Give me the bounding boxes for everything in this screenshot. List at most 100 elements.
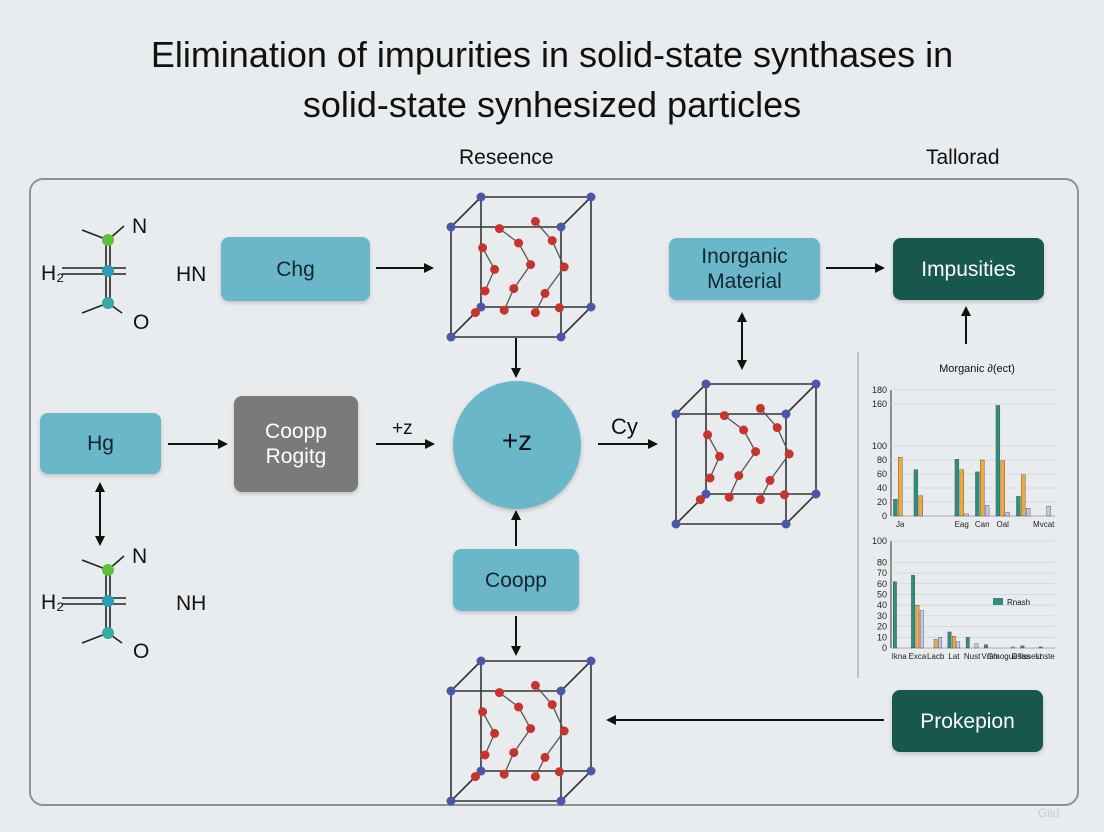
chart-bar (918, 495, 923, 517)
chart-x-tick: Vmls (981, 652, 999, 661)
coopp-rogitg-box[interactable]: Coopp Rogitg (234, 396, 358, 492)
arrow-label-cy: Cy (611, 414, 638, 439)
chart-bar (933, 639, 938, 649)
atom-teal (102, 627, 114, 639)
caption-tallorad: Tallorad (926, 146, 1000, 169)
lattice-atom (530, 772, 540, 782)
arrow-label-z: +z (392, 418, 413, 439)
atom-teal (102, 297, 114, 309)
chg-box[interactable]: Chg (221, 237, 370, 301)
chart-x-tick: Eag (955, 520, 969, 529)
chart-y-tick: 80 (877, 455, 887, 465)
mol-top-h2: H₂ (41, 262, 65, 285)
lattice-corner-atom (701, 489, 711, 499)
lattice-atom (547, 700, 557, 710)
lattice-corner-atom (781, 409, 791, 419)
lattice-corner-atom (556, 222, 566, 232)
chart-bar (1046, 506, 1051, 517)
lattice-atom (509, 748, 519, 758)
lattice-corner-atom (781, 519, 791, 529)
chart-legend-swatch (993, 598, 1003, 605)
mol-bottom-n: N (132, 545, 148, 568)
lattice-atom (470, 308, 480, 318)
chart-bar (956, 641, 961, 649)
chart-y-tick: 70 (877, 568, 887, 578)
lattice-atom (494, 688, 504, 698)
lattice-atom (514, 238, 524, 248)
lattice-atom (554, 767, 564, 777)
lattice-atom (478, 707, 488, 717)
chart-x-tick: Mvcat (1033, 520, 1055, 529)
chart-bar (893, 499, 898, 517)
diagram-frame (29, 178, 1079, 806)
plus-z-circle[interactable]: +z (453, 381, 581, 509)
chart-y-tick: 80 (877, 557, 887, 567)
lattice-atom (751, 447, 761, 457)
chart-x-tick: Oal (996, 520, 1009, 529)
chart-y-tick: 30 (877, 611, 887, 621)
lattice-corner-atom (671, 409, 681, 419)
lattice-edge (560, 306, 592, 338)
lattice-atom (509, 284, 519, 294)
chart-y-tick: 180 (872, 385, 887, 395)
lattice-atom (530, 308, 540, 318)
lattice-corner-atom (811, 379, 821, 389)
molecule-top (62, 225, 126, 314)
lattice-atom (695, 495, 705, 505)
lattice-edge (450, 196, 482, 228)
lattice-corner-atom (556, 332, 566, 342)
chart-x-tick: Lat (948, 652, 960, 661)
impusities-box[interactable]: Impusities (893, 238, 1044, 300)
atom-green (102, 564, 114, 576)
lattice-bond (513, 264, 532, 289)
chart-bar (951, 636, 956, 649)
lattice-bond (544, 266, 565, 294)
coopp-box[interactable]: Coopp (453, 549, 579, 611)
lattice-atom (772, 423, 782, 433)
lattice-edge (560, 196, 592, 228)
chart-legend-label: Rnash (1007, 598, 1030, 607)
prokepion-box[interactable]: Prokepion (892, 690, 1043, 752)
impusities-label: Impusities (921, 257, 1016, 281)
lattice-bond (551, 704, 565, 732)
lattice-corner-atom (476, 302, 486, 312)
atom-teal (102, 595, 114, 607)
chart-y-tick: 20 (877, 497, 887, 507)
mol-top-n: N (132, 215, 148, 238)
lattice-edge (785, 383, 817, 415)
chart-bar (1026, 508, 1031, 517)
lattice-corner-atom (586, 192, 596, 202)
inorganic-material-box[interactable]: Inorganic Material (669, 238, 820, 300)
chart-x-tick: Ja (896, 520, 905, 529)
chart-bar (975, 471, 980, 517)
crystal-lattice-top (446, 192, 596, 342)
lattice-corner-atom (446, 332, 456, 342)
chart-bar (1010, 646, 1015, 649)
circle-label: +z (501, 425, 533, 456)
lattice-atom (719, 411, 729, 421)
lattice-corner-atom (586, 302, 596, 312)
chart-bar (964, 513, 969, 517)
chart-title: Morganic ∂(ect) (939, 363, 1015, 375)
hg-box[interactable]: Hg (40, 413, 161, 474)
lattice-bond (769, 453, 790, 481)
lattice-atom (739, 425, 749, 435)
inorganic-material-label: Inorganic Material (701, 245, 788, 293)
chart-bar (980, 459, 985, 517)
chart-x-tick: Lacb (927, 652, 945, 661)
lattice-atom (490, 728, 500, 738)
lattice-atom (705, 473, 715, 483)
lattice-corner-atom (476, 192, 486, 202)
lattice-atom (559, 262, 569, 272)
chart-bar (913, 469, 919, 517)
lattice-atom (526, 724, 536, 734)
lattice-atom (554, 303, 564, 313)
chart-x-tick: Ikna (892, 652, 908, 661)
chart-y-tick: 0 (882, 643, 887, 653)
lattice-atom (526, 260, 536, 270)
lattice-corner-atom (586, 766, 596, 776)
chart-y-tick: 20 (877, 622, 887, 632)
atom-green (102, 234, 114, 246)
chart-bar (898, 457, 903, 517)
